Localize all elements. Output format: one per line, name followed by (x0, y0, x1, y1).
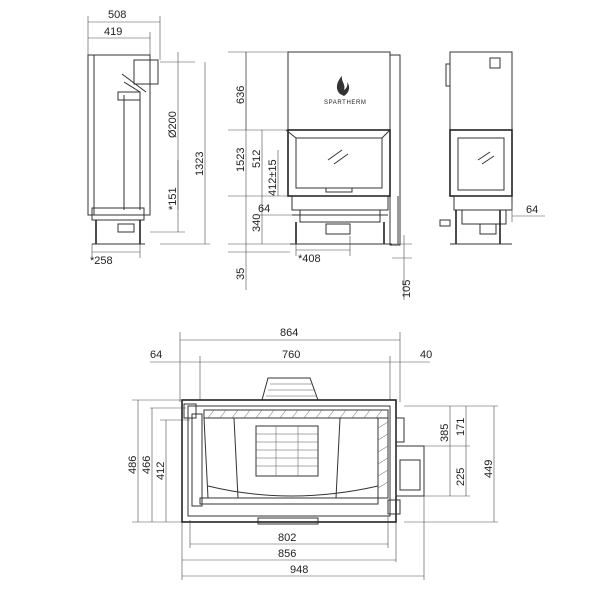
plan-depth-outer: 486 (127, 456, 139, 474)
front-top: 636 (235, 86, 247, 104)
front-base: 340 (251, 214, 263, 232)
plan-bottom-802: 802 (278, 532, 296, 544)
plan-glass-top: 760 (282, 349, 300, 361)
plan-depth-inner: 412 (155, 462, 167, 480)
plan-right-225: 225 (455, 468, 467, 486)
plan-left-offset: 64 (150, 349, 162, 361)
plan-bottom-856: 856 (278, 548, 296, 560)
plan-right-offset: 40 (420, 349, 432, 361)
front-total: 1523 (235, 148, 247, 172)
plan-view: 864 760 64 40 (127, 327, 498, 580)
grate (255, 425, 319, 477)
front-leg: 35 (235, 268, 247, 280)
plan-right-171: 171 (455, 418, 467, 436)
door-handle (257, 517, 319, 525)
plan-total-top: 864 (280, 327, 298, 339)
plan-bottom-948: 948 (290, 564, 308, 576)
front-inlet: *408 (298, 253, 321, 265)
hatched-lining (203, 409, 389, 499)
right-view: 64 (439, 51, 545, 245)
front-window: 512 (251, 150, 263, 168)
brand-logo-text: SPARTHERM (324, 100, 367, 106)
side-diameter: Ø200 (167, 111, 179, 138)
side-height-total: 1323 (194, 152, 206, 176)
front-lift: 412±15 (267, 159, 279, 196)
front-offset: 64 (258, 203, 270, 215)
plan-right-385: 385 (439, 424, 451, 442)
plan-depth-mid: 466 (141, 456, 153, 474)
plan-right-449: 449 (483, 460, 495, 478)
front-view: 636 1523 512 412±15 340 35 64 SPARTHERM (228, 51, 413, 300)
spartherm-logo-flame (336, 76, 350, 96)
side-depth-bottom: *258 (90, 255, 113, 267)
side-height-small: *151 (167, 187, 179, 210)
right-offset: 64 (526, 204, 538, 216)
side-width-inner: 419 (104, 26, 122, 38)
side-width-total: 508 (108, 9, 126, 21)
side-view: 508 419 Ø200 1323 *151 *258 (87, 9, 210, 267)
front-floor: 105 (401, 280, 413, 298)
